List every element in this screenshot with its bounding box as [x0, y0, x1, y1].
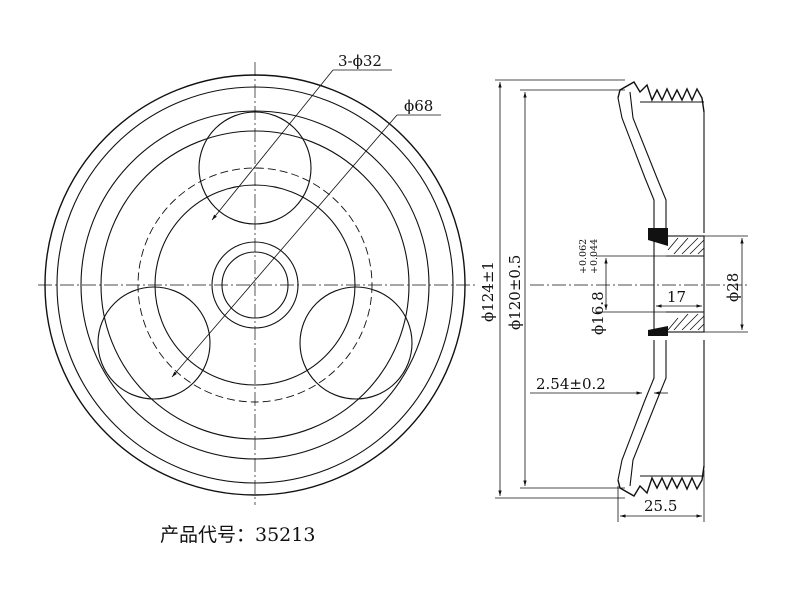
hole-left-circle [97, 286, 211, 400]
hatch-web-bottom [648, 326, 668, 336]
total-width-label: 25.5 [644, 497, 677, 515]
hole-label: 3-ϕ32 [338, 52, 382, 70]
web-outer-bottom [617, 340, 655, 481]
pitch-leader-line [171, 114, 398, 378]
groove-profile-bottom [617, 465, 705, 497]
section-hatching [648, 228, 705, 336]
wall-thickness-label: 2.54±0.2 [536, 375, 606, 393]
groove-profile-top [617, 81, 705, 113]
bore-tol-upper: +0.062 [578, 239, 589, 274]
web-inner-top [629, 91, 667, 232]
product-code-label: 产品代号：35213 [160, 524, 315, 546]
hole-leader-line [211, 69, 334, 221]
web-inner-bottom [629, 340, 667, 487]
bore-tol-lower: +0.044 [589, 239, 600, 274]
bore-diameter-label: ϕ16.8 [589, 291, 607, 335]
hub-diameter-label: ϕ28 [724, 273, 742, 302]
hub-outline [653, 235, 705, 333]
web-outer-top [617, 97, 655, 232]
hole-right-circle [299, 286, 413, 400]
pitch-label: ϕ68 [404, 97, 433, 115]
hatch-web-top [648, 228, 668, 246]
side-view: ϕ124±1 ϕ120±0.5 [479, 79, 750, 522]
inner-diameter-label: ϕ120±0.5 [506, 255, 524, 330]
hub-length-label: 17 [667, 288, 686, 306]
front-view: 3-ϕ32 ϕ68 [38, 52, 475, 505]
outer-diameter-label: ϕ124±1 [479, 261, 497, 322]
